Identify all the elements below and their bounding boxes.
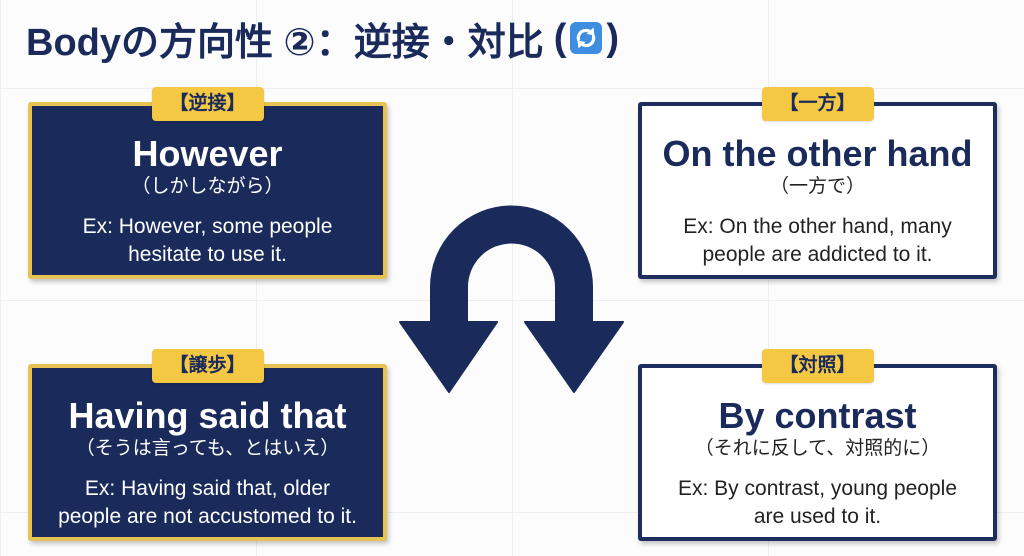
- card-example: Ex: On the other hand, many people are a…: [642, 213, 993, 269]
- card-tag: 【一方】: [761, 87, 874, 121]
- example-line: are used to it.: [753, 505, 882, 528]
- slide-title: Bodyの方向性 ②：逆接・対比 ( ): [26, 12, 619, 64]
- example-line: Ex: However, some people: [82, 215, 333, 238]
- card-example: Ex: However, some people hesitate to use…: [32, 213, 383, 269]
- card-however: 【逆接】 However （しかしながら） Ex: However, some …: [28, 87, 387, 279]
- card-heading: On the other hand: [662, 133, 973, 174]
- card-tag: 【対照】: [761, 349, 874, 383]
- card-by-contrast: 【対照】 By contrast （それに反して、対照的に） Ex: By co…: [638, 349, 997, 541]
- slide-title-text: Bodyの方向性 ②：逆接・対比: [26, 21, 544, 64]
- card-japanese-meaning: （一方で）: [769, 176, 865, 197]
- card-example: Ex: By contrast, young people are used t…: [642, 475, 993, 531]
- u-turn-arrow-icon: [399, 205, 624, 393]
- card-on-the-other-hand: 【一方】 On the other hand （一方で） Ex: On the …: [638, 87, 997, 279]
- example-line: Ex: On the other hand, many: [683, 215, 952, 238]
- card-heading: However: [132, 133, 283, 174]
- example-line: people are addicted to it.: [702, 243, 933, 266]
- card-japanese-meaning: （それに反して、対照的に）: [694, 438, 941, 459]
- card-tag: 【譲歩】: [151, 349, 264, 383]
- card-japanese-meaning: （しかしながら）: [131, 176, 284, 197]
- title-paren-open: (: [553, 16, 567, 59]
- repeat-icon: [569, 21, 603, 55]
- example-line: people are not accustomed to it.: [58, 505, 357, 528]
- card-tag: 【逆接】: [151, 87, 264, 121]
- card-heading: Having said that: [68, 395, 347, 436]
- card-example: Ex: Having said that, older people are n…: [32, 475, 383, 531]
- example-line: Ex: Having said that, older: [84, 477, 331, 500]
- card-heading: By contrast: [718, 395, 917, 436]
- title-paren-close: ): [606, 16, 620, 59]
- card-having-said-that: 【譲歩】 Having said that （そうは言っても、とはいえ） Ex:…: [28, 349, 387, 541]
- card-japanese-meaning: （そうは言っても、とはいえ）: [75, 438, 340, 459]
- example-line: hesitate to use it.: [128, 243, 287, 266]
- example-line: Ex: By contrast, young people: [678, 477, 957, 500]
